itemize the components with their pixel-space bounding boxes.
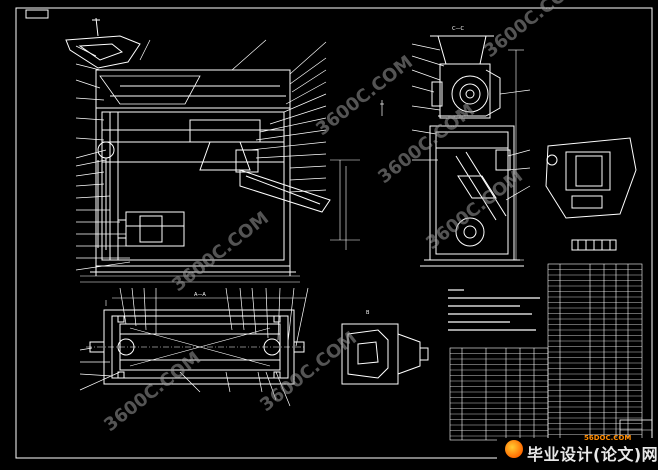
parts-list-table-lower xyxy=(449,347,549,441)
watermarks: 3600C.COM 3600C.COM 3600C.COM 3600C.COM … xyxy=(100,0,585,436)
corner-tag-box xyxy=(25,9,49,19)
watermark-text: 3600C.COM xyxy=(256,328,361,416)
main-elevation-view xyxy=(65,17,360,283)
site-logo xyxy=(497,438,657,464)
logo-title: 毕业设计(论文)网 xyxy=(527,445,658,464)
technical-notes xyxy=(448,289,540,331)
part-leaders-right xyxy=(139,39,327,193)
watermark-text: 3600C.COM xyxy=(422,166,527,254)
side-view-label: C—C xyxy=(452,26,464,32)
parts-list-rows-lower xyxy=(450,353,548,437)
side-view xyxy=(420,35,524,267)
detail-view-label: B xyxy=(366,310,370,316)
parts-list-rows xyxy=(548,269,642,435)
plan-view-label: A—A xyxy=(194,292,206,298)
logo-icon xyxy=(505,440,523,458)
logo-site-url: 56DOC.COM xyxy=(584,434,632,442)
plan-view-leaders xyxy=(79,287,309,407)
watermark-text: 3600C.COM xyxy=(100,348,205,436)
outer-frame xyxy=(15,7,653,459)
detail-b-view xyxy=(341,323,429,385)
part-leaders-left xyxy=(75,45,131,271)
watermark-text: 3600C.COM xyxy=(480,0,585,62)
plan-view xyxy=(86,297,306,385)
side-view-leaders xyxy=(411,43,531,201)
motor-detail-view xyxy=(545,137,637,251)
watermark-text: 3600C.COM xyxy=(312,52,417,140)
watermark-text: 3600C.COM xyxy=(374,100,479,188)
